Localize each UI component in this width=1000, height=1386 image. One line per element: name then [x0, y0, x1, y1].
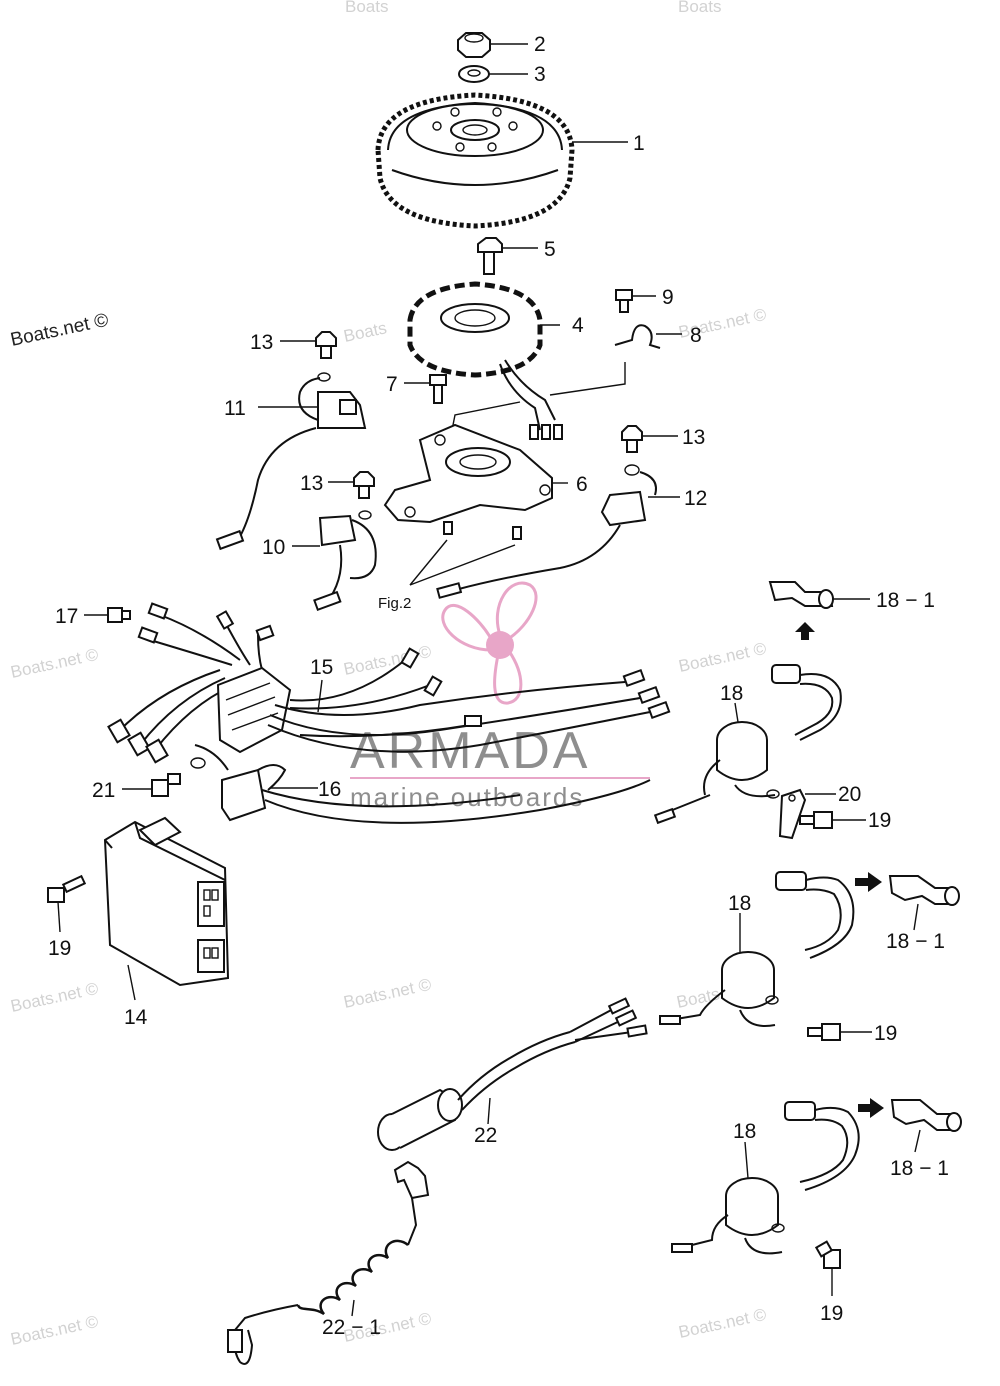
callout-8: 8	[690, 324, 702, 347]
figure-2-label: Fig.2	[378, 595, 411, 612]
part-6-base-plate	[383, 423, 568, 524]
callout-18-1: 18 − 1	[890, 1157, 949, 1180]
part-11-pulser-coil	[215, 372, 367, 551]
callout-14: 14	[124, 1006, 148, 1029]
part-7-bolt	[404, 374, 447, 404]
callout-21: 21	[92, 779, 115, 802]
part-20-bracket	[778, 788, 836, 840]
watermark-text: Boats.net ©	[9, 979, 101, 1016]
callout-5: 5	[544, 238, 556, 261]
part-18-ignition-coil	[659, 871, 855, 1027]
callout-19: 19	[868, 809, 891, 832]
part-19-bolt	[807, 1023, 872, 1041]
callout-1: 1	[633, 132, 645, 155]
callout-13: 13	[250, 331, 273, 354]
watermark-text: Boats	[678, 0, 721, 16]
callout-18: 18	[733, 1120, 756, 1143]
part-10-pulser-coil	[292, 510, 377, 612]
part-3-washer	[458, 65, 528, 83]
part-22-stop-switch	[377, 997, 648, 1151]
callout-18-1: 18 − 1	[876, 589, 935, 612]
callout-22-1: 22 − 1	[322, 1316, 381, 1339]
callout-labels: 2 3 1 5 9 4 8 13 7 11 13 13 6 12 10 18 −…	[48, 33, 949, 1339]
part-13-bolt	[328, 471, 375, 499]
figure-2-dowel-pins: Fig.2	[378, 521, 522, 612]
part-18-ignition-coil	[653, 664, 842, 825]
propeller-icon	[441, 581, 538, 705]
part-22-1-lanyard	[227, 1160, 430, 1365]
part-19-bolt	[47, 874, 87, 933]
part-9-bolt	[615, 289, 656, 313]
callout-19: 19	[48, 937, 71, 960]
part-18-ignition-coil	[671, 1101, 860, 1255]
part-21-bolt	[122, 773, 181, 797]
part-18-1-plug-cap	[858, 1098, 962, 1153]
part-19-bolt	[799, 811, 866, 829]
callout-19: 19	[874, 1022, 897, 1045]
part-19-bolt	[814, 1240, 841, 1296]
watermark-text: Boats	[345, 0, 388, 16]
callout-13: 13	[682, 426, 705, 449]
part-13-bolt	[621, 425, 678, 453]
part-18-1-plug-cap	[855, 872, 960, 931]
watermark-text: Boats.net ©	[342, 975, 434, 1012]
watermark-text: Boats.net ©	[9, 310, 111, 351]
part-15-main-harness	[107, 602, 671, 764]
part-12-pulser-coil	[436, 464, 680, 599]
callout-10: 10	[262, 536, 285, 559]
callout-4: 4	[572, 314, 584, 337]
callout-11: 11	[224, 397, 246, 420]
callout-16: 16	[318, 778, 341, 801]
callout-13: 13	[300, 472, 323, 495]
part-17-bolt	[84, 607, 131, 623]
callout-2: 2	[534, 33, 546, 56]
watermark-text: Boats.net ©	[9, 1312, 101, 1349]
part-8-clamp	[614, 324, 682, 349]
callout-7: 7	[386, 373, 398, 396]
part-13-bolt	[280, 331, 337, 359]
watermark-text: Boats.net ©	[677, 1305, 769, 1342]
part-14-cdi-unit	[103, 816, 230, 1001]
callout-3: 3	[534, 63, 546, 86]
part-4-stator	[407, 281, 563, 440]
callout-18: 18	[728, 892, 751, 915]
watermark-text: Boats.net ©	[677, 639, 769, 676]
callout-12: 12	[684, 487, 707, 510]
callout-9: 9	[662, 286, 674, 309]
watermark-text: Boats.net ©	[9, 645, 101, 682]
callout-18-1: 18 − 1	[886, 930, 945, 953]
part-18-1-plug-cap	[768, 581, 870, 640]
callout-6: 6	[576, 473, 588, 496]
part-5-bolt	[477, 237, 538, 275]
callout-22: 22	[474, 1124, 497, 1147]
callout-17: 17	[55, 605, 78, 628]
part-1-flywheel	[375, 92, 628, 229]
callout-18: 18	[720, 682, 743, 705]
callout-15: 15	[310, 656, 333, 679]
callout-20: 20	[838, 783, 861, 806]
watermark-text: Boats	[342, 318, 388, 346]
callout-19: 19	[820, 1302, 843, 1325]
part-16-sub-harness	[190, 744, 651, 824]
part-2-nut	[457, 32, 528, 58]
